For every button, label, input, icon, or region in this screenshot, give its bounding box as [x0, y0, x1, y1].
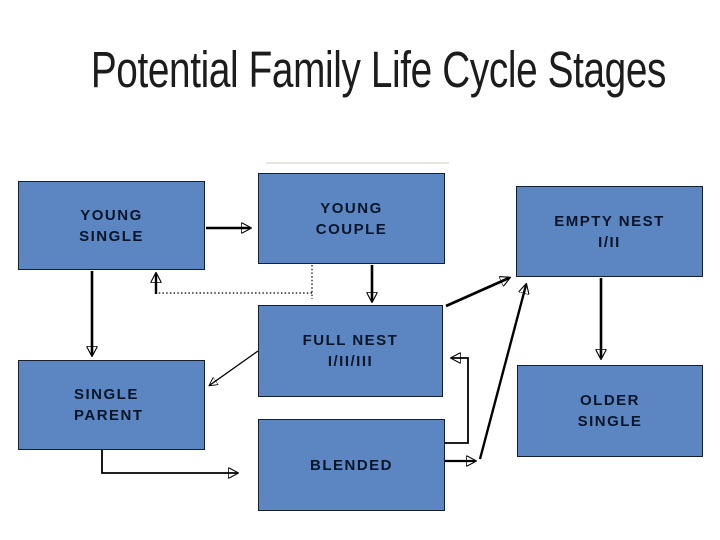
node-young-single-label: YOUNG SINGLE: [79, 206, 144, 245]
node-blended-label: BLENDED: [309, 456, 393, 474]
page-title-text: Potential Family Life Cycle Stages: [90, 41, 667, 98]
arrow-full-nest-to-empty-nest: [445, 278, 509, 308]
node-blended: BLENDED: [258, 419, 445, 511]
node-single-parent-label: SINGLE PARENT: [74, 386, 144, 424]
node-young-single: YOUNG SINGLE: [18, 181, 205, 270]
node-older-single-label: OLDER SINGLE: [577, 392, 643, 430]
node-older-single: OLDER SINGLE: [517, 365, 703, 457]
node-single-parent: SINGLE PARENT: [18, 360, 205, 450]
arrow-blended-to-full-nest: [445, 358, 469, 444]
node-full-nest-label: FULL NEST I/II/III: [302, 332, 399, 370]
node-full-nest: FULL NEST I/II/III: [258, 305, 443, 397]
page-title: Potential Family Life Cycle Stages: [0, 41, 720, 98]
node-young-couple-label: YOUNG COUPLE: [315, 199, 388, 238]
node-young-couple: YOUNG COUPLE: [258, 173, 445, 264]
arrow-single-parent-to-blended: [101, 450, 237, 473]
node-empty-nest: EMPTY NEST I/II: [516, 186, 703, 277]
node-empty-nest-label: EMPTY NEST I/II: [554, 212, 665, 251]
arrow-full-nest-to-single-parent: [210, 350, 259, 385]
